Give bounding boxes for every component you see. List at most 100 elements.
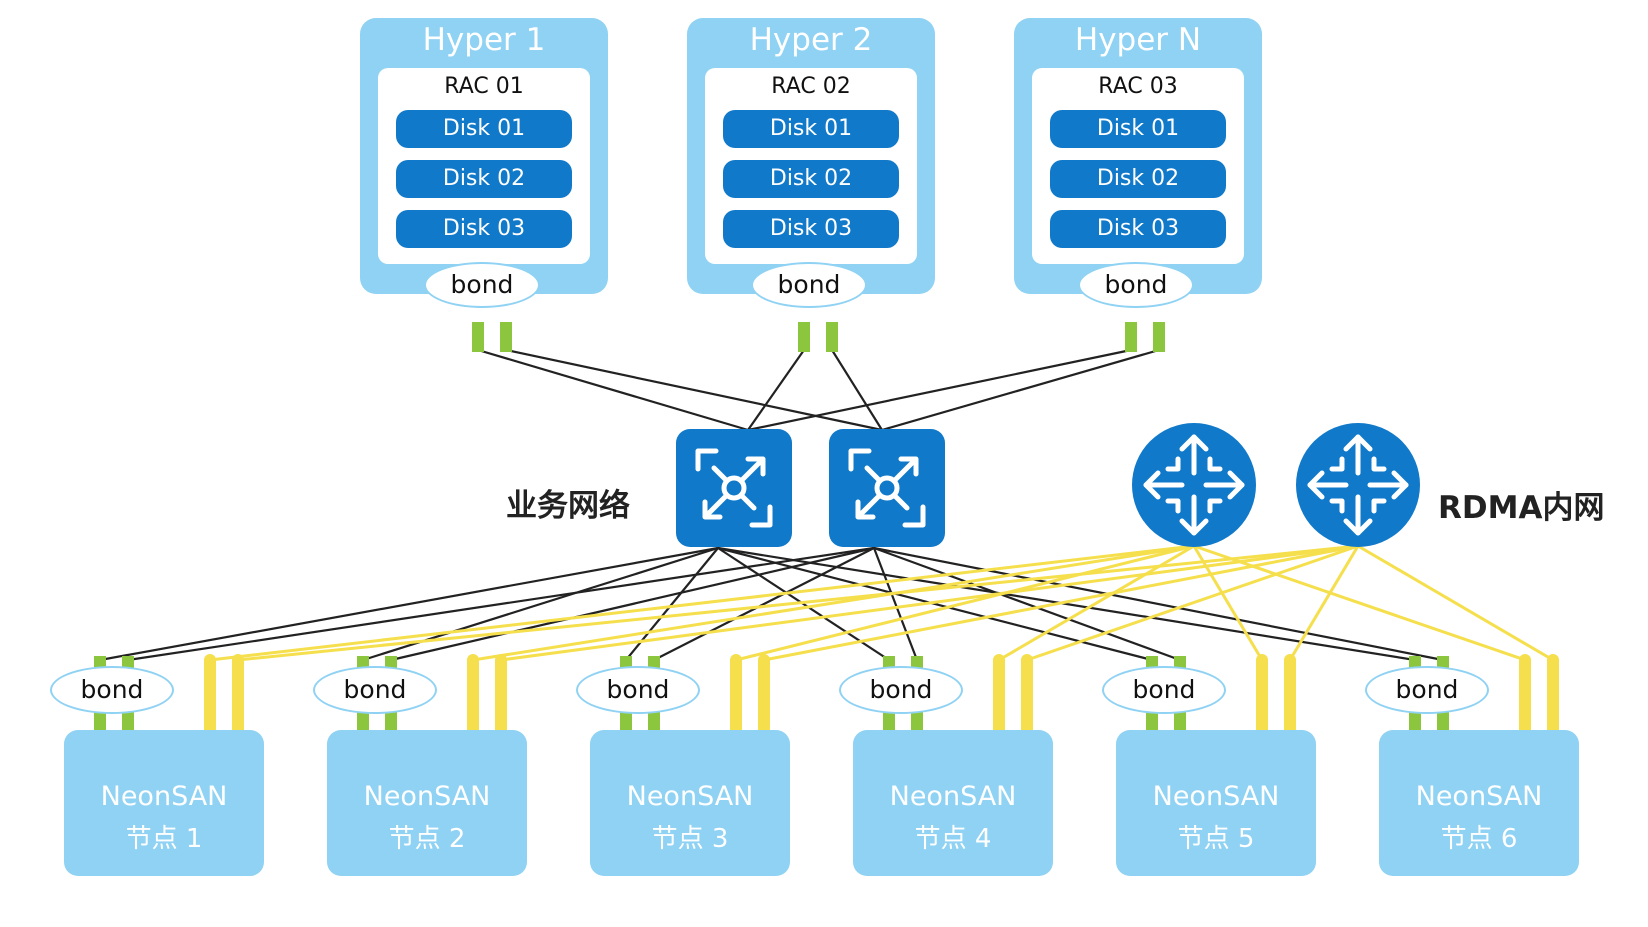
node-name: NeonSAN [100,781,228,812]
neonsan-node-2[interactable]: NeonSAN 节点 2 [327,730,527,876]
hyper-port [1125,322,1137,352]
neonsan-node-4[interactable]: NeonSAN 节点 4 [853,730,1053,876]
rdma-link [1025,544,1360,662]
business-link [880,348,1161,432]
disk-01[interactable]: Disk 01 [1050,110,1226,148]
rdma-link [471,544,1196,662]
hyper-title: Hyper N [1074,22,1202,58]
rdma-switch-2[interactable] [1296,423,1420,547]
disk-02[interactable]: Disk 02 [1050,160,1226,198]
business-link [872,546,1182,662]
business-switch-2[interactable] [829,429,945,547]
switch-icon [695,448,773,528]
disk-01[interactable]: Disk 01 [396,110,572,148]
rdma-network-label: RDMA内网 [1438,490,1605,526]
node-port-bottom [122,712,134,734]
rdma-link [1356,544,1555,662]
business-link [746,348,1133,432]
rac-panel: RAC 01 Disk 01 Disk 02 Disk 03 [378,68,590,264]
disk-02[interactable]: Disk 02 [723,160,899,198]
business-link [476,348,750,432]
node-bond-2: bond [313,666,437,714]
rac-title: RAC 02 [771,74,851,99]
node-bond-6: bond [1365,666,1489,714]
business-link [746,348,806,432]
business-link [872,546,919,662]
hyper-port [500,322,512,352]
rac-title: RAC 01 [444,74,524,99]
hyper-bond: bond [751,262,867,308]
disk-02[interactable]: Disk 02 [396,160,572,198]
rdma-link [762,544,1360,662]
node-port-bottom [385,712,397,734]
business-link [872,546,1445,662]
rdma-link [208,544,1196,662]
node-bond-1: bond [50,666,174,714]
hyper-title: Hyper 2 [749,22,873,58]
disk-01[interactable]: Disk 01 [723,110,899,148]
node-name: NeonSAN [626,781,754,812]
rac-title: RAC 03 [1098,74,1178,99]
node-bond-4: bond [839,666,963,714]
disk-03[interactable]: Disk 03 [1050,210,1226,248]
node-name: NeonSAN [363,781,491,812]
node-port-bottom [620,712,632,734]
business-network-label: 业务网络 [506,488,630,524]
business-link [716,546,1417,662]
node-index: 节点 3 [651,824,729,854]
disk-03[interactable]: Disk 03 [396,210,572,248]
node-port-bottom [94,712,106,734]
router-icon [1307,434,1409,536]
node-name: NeonSAN [1152,781,1280,812]
hyper-host-2[interactable]: Hyper 2 RAC 02 Disk 01 Disk 02 Disk 03 b… [687,18,935,308]
rac-panel: RAC 02 Disk 01 Disk 02 Disk 03 [705,68,917,264]
node-port-bottom [1437,712,1449,734]
neonsan-node-6[interactable]: NeonSAN 节点 6 [1379,730,1579,876]
disk-03[interactable]: Disk 03 [723,210,899,248]
rdma-link [499,544,1360,662]
switch-icon [848,448,926,528]
neonsan-node-5[interactable]: NeonSAN 节点 5 [1116,730,1316,876]
hyper-host-1[interactable]: Hyper 1 RAC 01 Disk 01 Disk 02 Disk 03 b… [360,18,608,308]
rdma-link [1192,544,1264,662]
business-link [126,546,876,662]
node-port-bottom [357,712,369,734]
node-index: 节点 6 [1440,824,1518,854]
router-icon [1143,434,1245,536]
hyper-host-n[interactable]: Hyper N RAC 03 Disk 01 Disk 02 Disk 03 b… [1014,18,1262,308]
node-port-bottom [1146,712,1158,734]
hyper-bond: bond [1078,262,1194,308]
hyper-port [798,322,810,352]
business-link [504,348,884,432]
node-index: 节点 5 [1177,824,1255,854]
rdma-link [1288,544,1360,662]
rac-panel: RAC 03 Disk 01 Disk 02 Disk 03 [1032,68,1244,264]
rdma-link [734,544,1196,662]
hyper-port [826,322,838,352]
rdma-link [236,544,1360,662]
hyper-bond: bond [424,262,540,308]
node-bond-3: bond [576,666,700,714]
node-index: 节点 1 [125,824,203,854]
rdma-link [997,544,1196,662]
business-link [830,348,884,432]
node-bond-5: bond [1102,666,1226,714]
hyper-title: Hyper 1 [422,22,546,58]
node-port-bottom [883,712,895,734]
neonsan-node-3[interactable]: NeonSAN 节点 3 [590,730,790,876]
node-name: NeonSAN [1415,781,1543,812]
node-port-bottom [648,712,660,734]
node-port-bottom [1409,712,1421,734]
node-name: NeonSAN [889,781,1017,812]
node-port-bottom [1174,712,1186,734]
business-link [98,546,720,662]
node-port-bottom [911,712,923,734]
neonsan-node-1[interactable]: NeonSAN 节点 1 [64,730,264,876]
node-index: 节点 4 [914,824,992,854]
rdma-link [1192,544,1527,662]
business-switch-1[interactable] [676,429,792,547]
rdma-switch-1[interactable] [1132,423,1256,547]
hyper-port [472,322,484,352]
